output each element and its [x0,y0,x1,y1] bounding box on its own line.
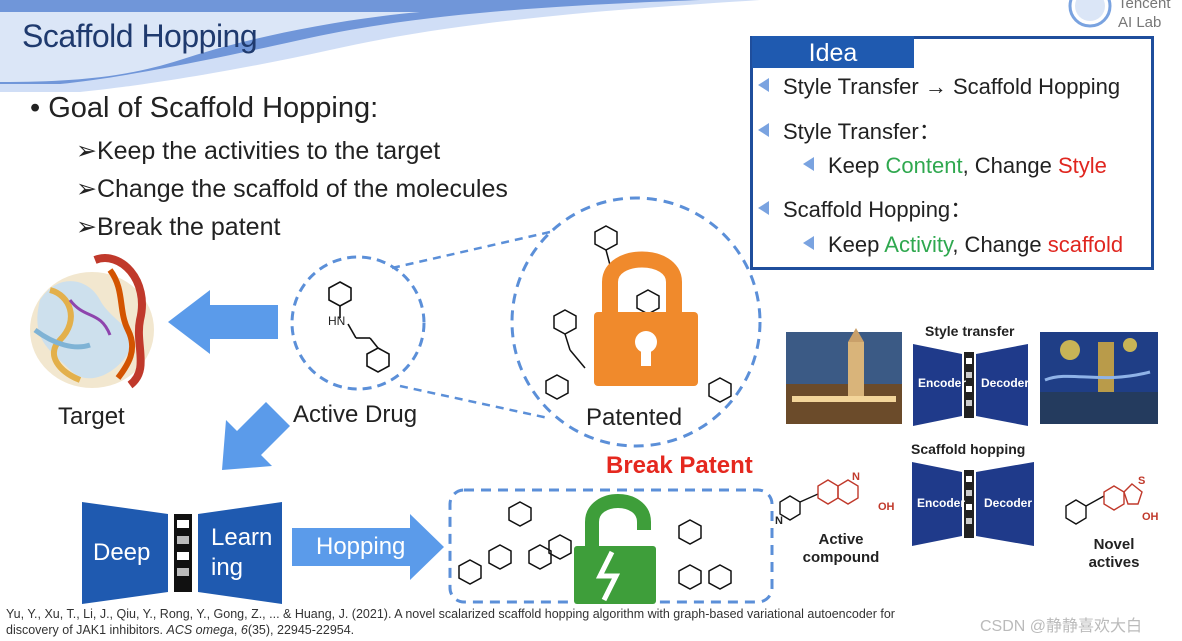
arrow-down-left-icon [222,402,290,470]
active-drug-circle [290,255,426,391]
decoder-label-bottom: Decoder [984,496,1033,510]
citation-journal: ACS omega [166,623,234,637]
idea-line-5-pre: Keep [828,232,885,257]
scaffold-hopping-title: Scaffold hopping [911,441,1026,457]
idea-line-2-text: Style Transfer： [783,119,941,144]
patented-circle [510,196,762,448]
novel-actives-line1: Novel [1093,536,1135,553]
n-atom-label-2: N [852,471,860,483]
idea-tab: Idea [752,36,914,68]
idea-line-2: Style Transfer： [758,114,941,146]
tencent-logo-icon [1068,0,1112,28]
banner-swoosh [0,0,760,92]
deep-label: Deep [93,539,151,566]
idea-style-word: Style [1057,153,1107,178]
triangle-bullet-icon [758,78,769,92]
deep-learning-network-icon [82,502,282,604]
goal-item-2: ➢Change the scaffold of the molecules [76,175,508,203]
active-compound-molecule-icon [779,479,859,521]
bullet-dot-icon: • [30,92,49,124]
triangle-bullet-icon [803,236,814,250]
citation-volume: 6 [240,623,248,637]
citation-pages: (35), 22945-22954. [247,623,355,637]
title-banner: Scaffold Hopping [0,0,1182,95]
style-transfer-title: Style transfer [925,323,1015,339]
goal-heading: • Goal of Scaffold Hopping: [30,92,378,125]
learning-label: Learn ing [211,523,272,583]
stanford-photo-icon [786,328,902,424]
nh-atom-label: HN [328,314,346,328]
style-transfer-network-icon [913,344,1028,426]
active-drug-label: Active Drug [293,401,418,428]
novel-actives-caption: Novel actives [1076,536,1152,572]
goal-item-1-text: Keep the activities to the target [96,137,441,165]
active-compound-line1: Active [818,531,864,548]
encoder-label-bottom: Encoder [917,496,966,510]
hopping-arrow-icon [292,514,444,580]
connector-line-bottom [399,384,549,420]
protein-structure-icon [30,254,154,389]
patented-label: Patented [586,404,683,431]
starry-night-photo-icon [1040,332,1158,424]
oh-atom-label-2: OH [1142,511,1159,523]
active-compound-line2: compound [802,549,880,566]
idea-line-1: Style Transfer → Scaffold Hopping [758,74,1120,100]
learning-label-line1: Learn [211,524,273,551]
novel-actives-line2: actives [1088,554,1140,571]
idea-content-word: Content [885,153,963,178]
decoder-label-top: Decoder [981,376,1030,390]
goal-item-3: ➢Break the patent [76,213,281,241]
triangle-bullet-icon [803,157,814,171]
idea-line-5-mid: , Change [952,232,1048,257]
arrow-left-icon [168,290,278,354]
hopping-label: Hopping [316,533,406,560]
encoder-label-top: Encoder [918,376,967,390]
active-compound-caption: Active compound [796,531,886,567]
logo-line1: Tencent [1118,0,1171,12]
citation-line2: discovery of JAK1 inhibitors. ACS omega,… [6,622,1046,638]
idea-line-3-mid: , Change [962,153,1058,178]
citation-sep: , [233,623,241,637]
scaffold-hopping-network-icon [912,462,1034,546]
goal-item-3-text: Break the patent [96,213,281,241]
logo-text: Tencent AI Lab [1118,0,1171,32]
triangle-bullet-icon [758,123,769,137]
break-patent-label: Break Patent [606,452,753,479]
idea-line-5: Keep Activity, Change scaffold [803,232,1123,258]
slide-title: Scaffold Hopping [22,18,258,54]
goal-item-1: ➢Keep the activities to the target [76,137,441,165]
citation-line1: Yu, Y., Xu, T., Li, J., Qiu, Y., Rong, Y… [6,607,895,621]
idea-line-4: Scaffold Hopping： [758,192,972,224]
citation-line2-pre: discovery of JAK1 inhibitors. [6,623,167,637]
novel-actives-molecule-icon [1065,483,1143,525]
arrow-right-icon: → [924,74,947,99]
idea-scaffold-word: scaffold [1047,232,1124,257]
citation: Yu, Y., Xu, T., Li, J., Qiu, Y., Rong, Y… [6,606,1046,638]
idea-activity-word: Activity [884,232,953,257]
watermark: CSDN @静静喜欢大白 [980,618,1143,635]
target-label: Target [58,403,125,430]
idea-line-1-right: Scaffold Hopping [952,74,1121,99]
goal-item-2-text: Change the scaffold of the molecules [96,175,508,203]
oh-atom-label: OH [878,501,895,513]
idea-line-3-pre: Keep [828,153,886,178]
hopped-molecule-icon [458,501,732,590]
triangle-bullet-icon [758,201,769,215]
n-atom-label: N [775,515,783,527]
idea-line-1-left: Style Transfer [783,74,919,99]
idea-line-3: Keep Content, Change Style [803,153,1107,179]
learning-label-line2: ing [211,554,244,581]
orange-lock-icon [594,251,698,386]
broken-green-lock-icon [574,494,656,604]
idea-box [750,36,1154,270]
goal-heading-text: Goal of Scaffold Hopping: [48,92,379,124]
idea-line-4-text: Scaffold Hopping： [783,197,973,222]
logo-line2: AI Lab [1118,14,1162,31]
active-drug-molecule-icon [328,281,390,373]
s-atom-label: S [1138,475,1146,487]
